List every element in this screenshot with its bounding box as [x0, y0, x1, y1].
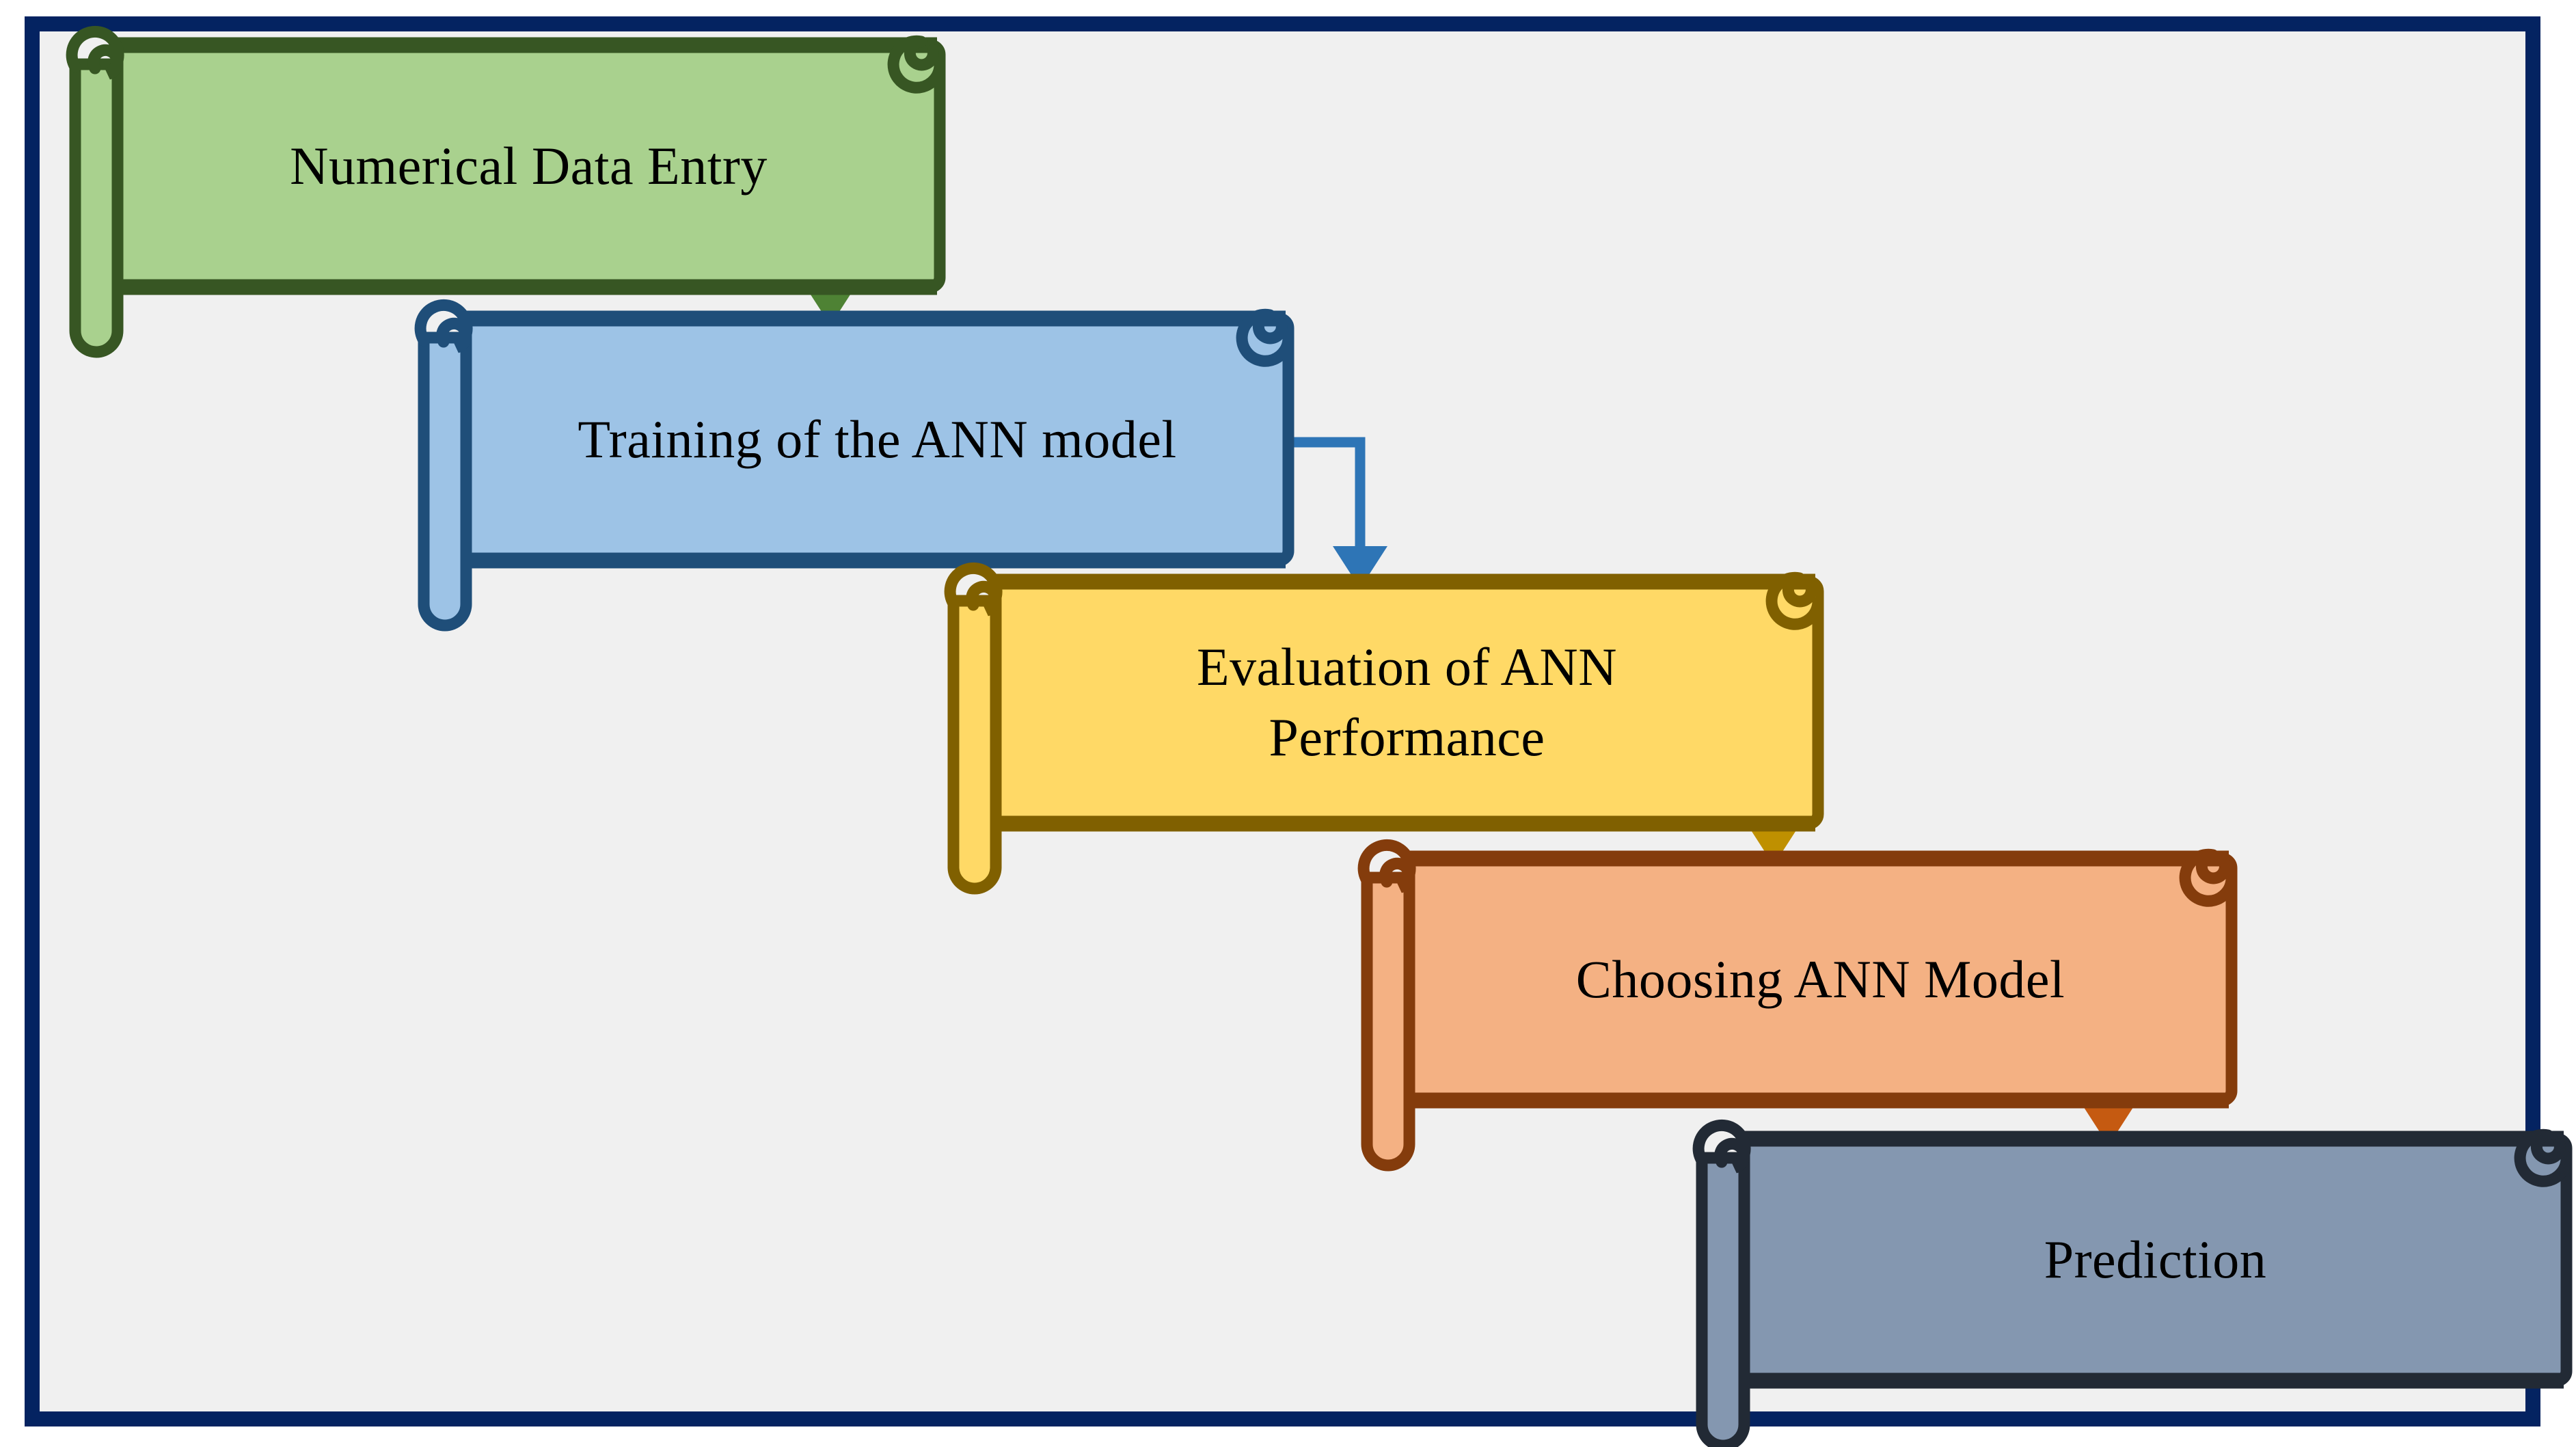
- scroll-left-tab: [418, 332, 472, 632]
- scroll-body: [990, 576, 1824, 830]
- connector-line: [1288, 437, 1366, 546]
- node-evaluation-of-ann-performance[interactable]: [944, 562, 1824, 895]
- scroll-left-tab: [947, 595, 1002, 895]
- connector-connector-2: [1288, 437, 1387, 589]
- scroll-left-tab: [1361, 871, 1415, 1172]
- connector-arrowhead-icon: [1333, 546, 1387, 589]
- connector-arrowhead-icon: [2081, 1103, 2136, 1146]
- node-training-of-the-ann-model[interactable]: [414, 299, 1294, 632]
- scroll-curl-top-right-icon: [2514, 1128, 2573, 1187]
- scroll-curl-top-left-icon: [1692, 1119, 1751, 1174]
- scroll-curl-top-right-icon: [2179, 848, 2238, 907]
- scroll-curl-top-left-icon: [414, 299, 473, 353]
- node-prediction[interactable]: [1692, 1119, 2573, 1447]
- scroll-curl-top-left-icon: [1357, 839, 1416, 893]
- scroll-body: [1403, 852, 2238, 1107]
- scroll-curl-top-left-icon: [944, 562, 1003, 617]
- scroll-body: [460, 312, 1294, 567]
- scroll-curl-top-left-icon: [66, 25, 124, 80]
- scroll-curl-top-right-icon: [887, 35, 946, 94]
- scroll-curl-top-right-icon: [1765, 571, 1824, 630]
- scroll-left-tab: [1696, 1152, 1750, 1447]
- scroll-body: [1738, 1133, 2573, 1387]
- scroll-left-tab: [69, 58, 124, 358]
- scroll-curl-top-right-icon: [1236, 308, 1294, 367]
- scroll-body: [111, 39, 946, 293]
- node-numerical-data-entry[interactable]: [66, 25, 946, 358]
- connector-arrowhead-icon: [1746, 823, 1801, 865]
- node-choosing-ann-model[interactable]: [1357, 839, 2238, 1172]
